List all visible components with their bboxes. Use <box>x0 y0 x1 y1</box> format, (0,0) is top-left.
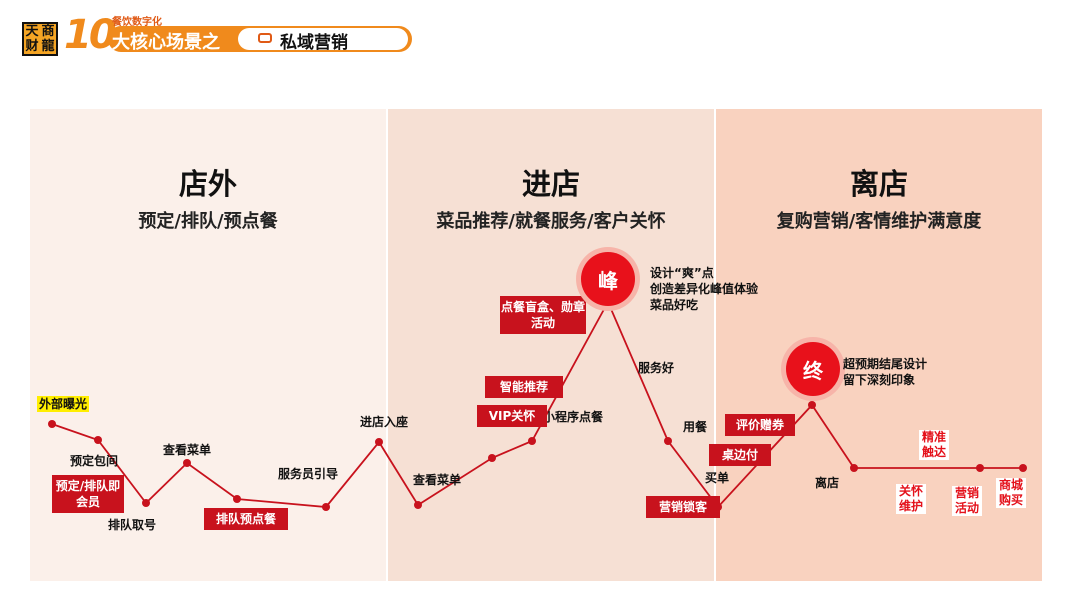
journey-label: 查看菜单 <box>412 472 461 487</box>
stage-subtitle: 菜品推荐/就餐服务/客户关怀 <box>436 211 666 232</box>
logo-char: 财 <box>25 39 39 54</box>
journey-label: 查看菜单 <box>162 442 211 457</box>
stage-subtitle: 预定/排队/预点餐 <box>138 211 278 232</box>
feature-box: 评价赠券 <box>725 414 795 436</box>
end-notes: 超预期结尾设计 留下深刻印象 <box>843 356 927 388</box>
logo-char: 龍 <box>41 39 55 54</box>
stage-subtitle: 复购营销/客情维护满意度 <box>776 211 982 232</box>
journey-node <box>976 464 984 472</box>
brand-number: 10 <box>64 12 117 58</box>
journey-label: 服务员引导 <box>278 466 338 481</box>
end-note: 留下深刻印象 <box>843 373 916 387</box>
chat-bubble-icon <box>258 33 272 43</box>
header-banner: 大核心场景之 私域营销 <box>108 26 412 53</box>
stage-panel-enter: 进店 菜品推荐/就餐服务/客户关怀 <box>388 109 714 581</box>
end-badge: 终 <box>786 342 840 396</box>
stage-title: 进店 <box>521 167 580 201</box>
journey-label: 买单 <box>705 470 729 485</box>
journey-node <box>233 495 241 503</box>
banner-right-text: 私域营销 <box>280 33 348 53</box>
journey-node <box>850 464 858 472</box>
journey-node <box>48 420 56 428</box>
feature-box: 智能推荐 <box>485 376 563 398</box>
journey-label: 离店 <box>815 475 839 490</box>
stage-panel-leave: 离店 复购营销/客情维护满意度 <box>716 109 1042 581</box>
journey-label: 小程序点餐 <box>543 409 604 424</box>
journey-node <box>94 436 102 444</box>
journey-label: 排队取号 <box>108 517 156 532</box>
feature-box: 营销锁客 <box>646 496 720 518</box>
logo-char: 天 <box>25 24 39 39</box>
banner-pill: 私域营销 <box>238 28 408 53</box>
journey-node <box>375 438 383 446</box>
banner-left-text: 大核心场景之 <box>112 32 220 53</box>
end-note: 超预期结尾设计 <box>843 357 928 371</box>
feature-box: VIP关怀 <box>477 405 547 427</box>
journey-start-label: 外部曝光 <box>37 396 90 412</box>
journey-label: 预定包间 <box>70 453 118 468</box>
journey-node <box>808 401 816 409</box>
brand-subtitle: 餐饮数字化 <box>112 17 162 28</box>
feature-box: 点餐盲盒、勋章活动 <box>500 296 586 334</box>
journey-node <box>488 454 496 462</box>
leave-action-label: 营销活动 <box>952 486 982 516</box>
journey-node <box>142 499 150 507</box>
journey-label: 用餐 <box>682 419 708 434</box>
leave-action-label: 关怀维护 <box>896 484 926 514</box>
peak-note: 设计“爽”点 <box>650 266 714 280</box>
feature-box: 桌边付 <box>709 444 771 466</box>
journey-node <box>414 501 422 509</box>
peak-note: 菜品好吃 <box>650 298 699 312</box>
peak-badge: 峰 <box>581 252 635 306</box>
journey-label: 服务好 <box>638 360 674 375</box>
peak-notes: 设计“爽”点 创造差异化峰值体验 菜品好吃 <box>650 265 758 313</box>
stage-title: 店外 <box>178 167 237 201</box>
stage-title: 离店 <box>849 167 908 201</box>
journey-node <box>528 437 536 445</box>
feature-box: 排队预点餐 <box>204 508 288 530</box>
journey-label: 进店入座 <box>360 414 408 429</box>
journey-node <box>1019 464 1027 472</box>
journey-node <box>664 437 672 445</box>
peak-note: 创造差异化峰值体验 <box>650 282 759 296</box>
logo-char: 商 <box>41 24 55 39</box>
journey-node <box>183 459 191 467</box>
feature-box: 预定/排队即会员 <box>52 475 124 513</box>
brand-logo: 天 商 财 龍 <box>22 22 58 56</box>
leave-action-label: 精准触达 <box>919 430 949 460</box>
leave-action-label: 商城购买 <box>996 478 1026 508</box>
journey-node <box>322 503 330 511</box>
